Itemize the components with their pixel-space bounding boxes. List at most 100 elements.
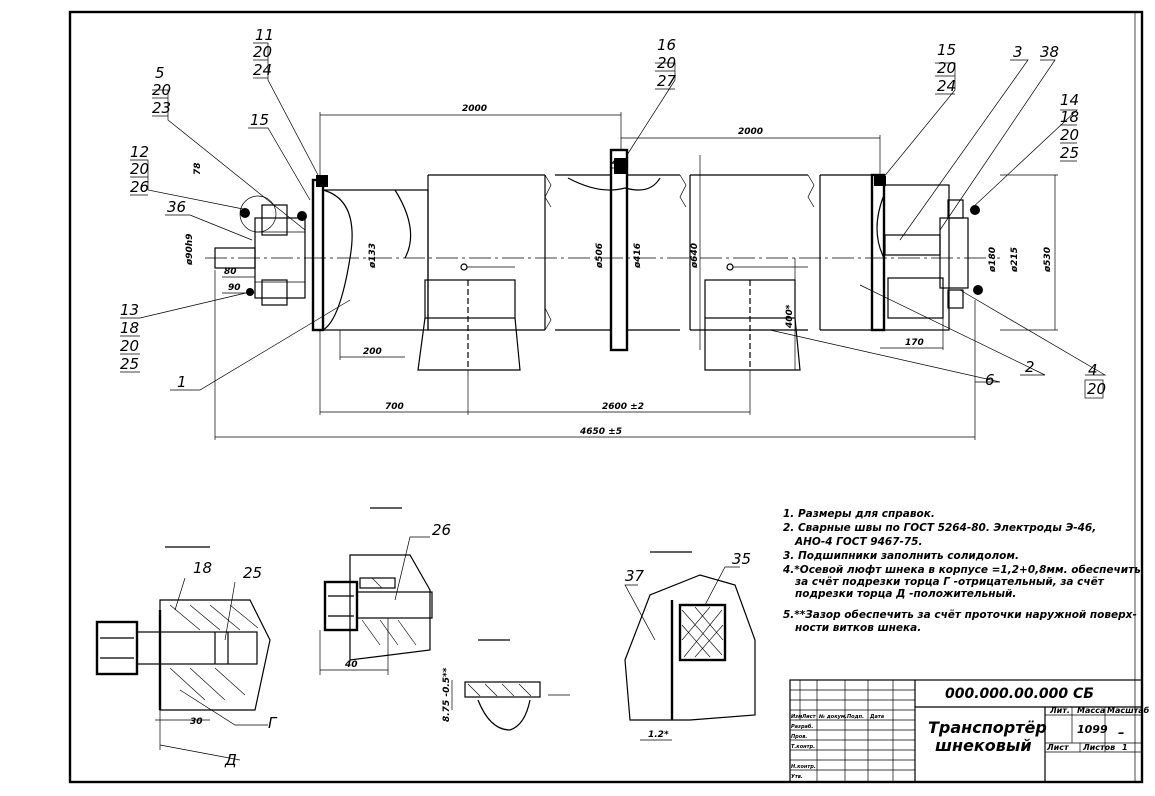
callout-5-23: 23: [152, 99, 171, 117]
callout-12-26: 26: [130, 178, 149, 196]
col-scale: Масштаб: [1107, 705, 1150, 715]
dim-2600: 2600 ±2: [602, 402, 644, 412]
dimension-labels: 2000 2000 4 700 2600 ±2 4650 ±5 200 170 …: [185, 104, 1053, 740]
sheets-label: Листов: [1082, 743, 1115, 752]
callout-15-24: 24: [937, 77, 956, 95]
callout-detail-35: 35: [732, 550, 751, 568]
callout-13-20: 20: [120, 337, 139, 355]
note-4-cont2: подрезки торца Д -положительный.: [795, 588, 1016, 600]
detail-seal-37-35: [624, 551, 756, 741]
col-lit: Лит.: [1049, 706, 1070, 715]
callout-4: 4: [1088, 361, 1098, 379]
callout-16-27: 27: [657, 72, 677, 90]
note-3: 3. Подшипники заполнить солидолом.: [783, 550, 1019, 562]
note-4: 4.*Осевой люфт шнека в корпусе =1,2+0,8м…: [782, 564, 1141, 576]
title-line-1: Транспортёр: [928, 718, 1047, 737]
hdr-izm: Изм: [791, 714, 802, 720]
callout-14-20: 20: [1060, 126, 1079, 144]
callout-12-20: 20: [130, 160, 149, 178]
detail-gap: [451, 639, 570, 731]
callout-11-20: 20: [253, 43, 272, 61]
callout-6: 6: [985, 371, 995, 389]
callout-boxes: [120, 59, 1104, 399]
callout-4-20: 20: [1087, 380, 1106, 398]
sheet-label: Лист: [1046, 743, 1070, 752]
hdr-doc: № докум.: [818, 714, 847, 720]
dim-506: ø506: [595, 243, 605, 269]
row-nkontr: Н.контр.: [791, 764, 816, 770]
callout-36: 36: [167, 198, 186, 216]
dimension-lines: [214, 112, 1058, 440]
drawing-frame: [68, 10, 1144, 784]
detail-bolt-26: [319, 507, 433, 675]
dim-2000-right: 2000: [738, 127, 763, 137]
callout-14: 14: [1060, 91, 1079, 109]
callout-1: 1: [177, 373, 187, 391]
callout-15-20: 20: [937, 59, 956, 77]
title-block: [789, 679, 1143, 783]
callout-detail-25: 25: [243, 564, 262, 582]
callout-labels: 11 20 24 5 20 23 15 12 20 26 36 13 18 20…: [120, 26, 1106, 769]
note-4-cont1: за счёт подрезки торца Г -отрицательный,…: [794, 576, 1105, 588]
callout-14-25: 25: [1060, 144, 1079, 162]
dim-700: 700: [385, 402, 404, 412]
callout-13-18: 18: [120, 319, 139, 337]
dim-4: 4: [611, 158, 618, 168]
dim-8-75: 8.75 -0.5**: [442, 667, 452, 722]
dim-215: ø215: [1010, 247, 1020, 273]
dim-2000-left: 2000: [462, 104, 487, 114]
callout-detail-26: 26: [432, 521, 451, 539]
dim-80: 80: [224, 267, 237, 277]
callout-3: 3: [1013, 43, 1023, 61]
callout-12: 12: [130, 143, 149, 161]
dim-200: 200: [363, 347, 382, 357]
note-2-cont: АНО-4 ГОСТ 9467-75.: [794, 536, 922, 548]
leader-lines: [120, 42, 1107, 391]
dim-180: ø180: [988, 247, 998, 273]
dim-170: 170: [905, 338, 924, 348]
callout-2: 2: [1025, 358, 1035, 376]
row-prov: Пров.: [791, 734, 807, 740]
callout-13: 13: [120, 301, 139, 319]
callout-5-20: 20: [152, 81, 171, 99]
callout-16: 16: [657, 36, 676, 54]
title-block-text: 000.000.00.000 СБ Транспортёр шнековый Л…: [791, 686, 1150, 780]
dim-78: 78: [193, 162, 203, 175]
callout-11-24: 24: [253, 61, 272, 79]
dim-90h9: ø90h9: [185, 234, 195, 266]
title-line-2: шнековый: [935, 736, 1032, 755]
dim-40: 40: [344, 660, 358, 670]
dim-90: 90: [228, 283, 241, 293]
col-mass: Масса: [1077, 706, 1105, 715]
callout-14-18: 18: [1060, 108, 1079, 126]
callout-13-25: 25: [120, 355, 139, 373]
hdr-list: Лист: [801, 714, 817, 720]
mass-value: 1099: [1077, 723, 1108, 736]
hdr-date: Дата: [869, 714, 885, 720]
dim-30: 30: [190, 717, 203, 727]
dim-400: 400*: [785, 304, 795, 329]
callout-5: 5: [155, 64, 165, 82]
dim-640: ø640: [690, 243, 700, 269]
note-2: 2. Сварные швы по ГОСТ 5264-80. Электрод…: [783, 522, 1096, 534]
dim-133: ø133: [368, 243, 378, 269]
callout-16-20: 20: [657, 54, 676, 72]
hdr-sign: Подп.: [847, 714, 864, 720]
row-razrab: Разраб.: [791, 723, 813, 730]
note-1: 1. Размеры для справок.: [783, 508, 935, 520]
dim-1-2: 1.2*: [648, 730, 669, 740]
note-5-cont: ности витков шнека.: [795, 622, 921, 634]
sheets-count: 1: [1122, 743, 1128, 752]
callout-38: 38: [1040, 43, 1059, 61]
letter-d: Д: [224, 751, 237, 769]
callout-15-right: 15: [937, 41, 956, 59]
dim-416: ø416: [633, 243, 643, 269]
scale-value: –: [1118, 726, 1125, 741]
callout-detail-18: 18: [193, 559, 212, 577]
callout-detail-37: 37: [625, 567, 645, 585]
letter-g: Г: [268, 714, 278, 732]
dim-4650: 4650 ±5: [579, 427, 622, 437]
dim-530: ø530: [1043, 247, 1053, 273]
row-tkontr: Т.контр.: [791, 744, 815, 750]
